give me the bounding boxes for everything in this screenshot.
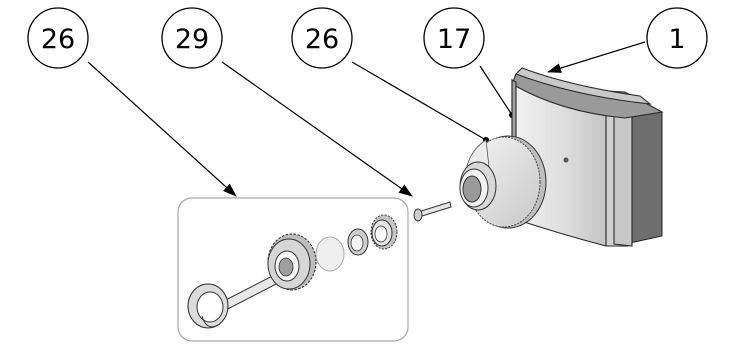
screw <box>413 201 452 222</box>
callout-1: 1 <box>646 7 708 69</box>
callout-label: 29 <box>175 24 209 55</box>
leader-29 <box>221 61 413 197</box>
housing-hole <box>563 157 569 163</box>
callout-26-left: 26 <box>27 7 89 69</box>
detail-ball <box>315 236 345 272</box>
bell-flange <box>459 135 547 229</box>
detail-spring <box>370 214 398 250</box>
callout-17: 17 <box>423 7 485 69</box>
leader-26-center <box>351 61 487 141</box>
callout-label: 26 <box>305 24 339 55</box>
leader-26-left <box>87 61 237 197</box>
callout-label: 26 <box>41 24 75 55</box>
detail-small-washer <box>347 228 369 256</box>
callout-label: 1 <box>668 24 685 55</box>
callout-26-center: 26 <box>291 7 353 69</box>
leader-17 <box>479 65 513 116</box>
callout-29: 29 <box>161 7 223 69</box>
detail-handle <box>187 271 285 329</box>
leader-1 <box>547 41 646 73</box>
detail-knurled-wheel <box>267 233 317 291</box>
callout-label: 17 <box>437 24 471 55</box>
